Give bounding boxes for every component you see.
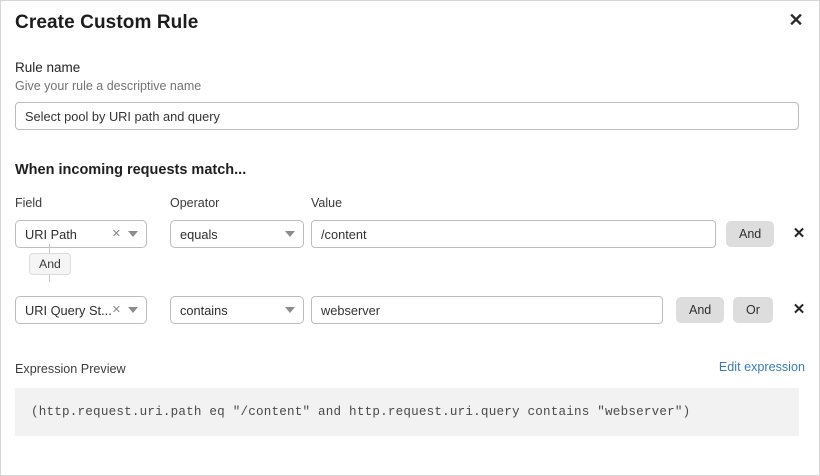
or-button-row-2[interactable]: Or	[733, 297, 773, 323]
value-input-1[interactable]	[311, 220, 716, 248]
expression-preview-label: Expression Preview	[15, 362, 126, 376]
rule-name-input[interactable]	[15, 102, 799, 130]
field-select-2[interactable]: URI Query St... ✕	[15, 296, 147, 324]
and-button-row-2[interactable]: And	[676, 297, 725, 323]
close-small-icon[interactable]: ✕	[111, 227, 121, 240]
value-input-2[interactable]	[311, 296, 663, 324]
chevron-down-icon	[285, 231, 295, 237]
chevron-down-icon	[128, 231, 138, 237]
delete-condition-icon-1[interactable]: ✕	[792, 224, 806, 242]
condition-connector: And	[15, 244, 805, 282]
column-header-field: Field	[15, 196, 43, 210]
page-title: Create Custom Rule	[15, 12, 199, 33]
rule-name-label: Rule name	[15, 60, 81, 75]
rule-name-description: Give your rule a descriptive name	[15, 79, 202, 93]
expression-preview-box: (http.request.uri.path eq "/content" and…	[15, 388, 799, 436]
column-header-operator: Operator	[170, 196, 220, 210]
connector-and-badge[interactable]: And	[29, 253, 71, 275]
field-select-2-value: URI Query St...	[25, 302, 112, 318]
condition-column-headers: Field Operator Value	[15, 196, 805, 213]
conditions-heading: When incoming requests match...	[15, 162, 247, 178]
operator-select-2[interactable]: contains	[170, 296, 304, 324]
expression-preview-code: (http.request.uri.path eq "/content" and…	[31, 405, 691, 419]
expression-preview-header: Expression Preview Edit expression	[15, 360, 805, 378]
close-icon[interactable]: ✕	[788, 10, 804, 30]
operator-select-2-value: contains	[180, 302, 228, 318]
condition-row: URI Path ✕ equals And ✕	[15, 220, 805, 248]
and-button-row-1[interactable]: And	[726, 221, 775, 247]
operator-select-1[interactable]: equals	[170, 220, 304, 248]
close-small-icon[interactable]: ✕	[111, 303, 121, 316]
operator-select-1-value: equals	[180, 226, 218, 242]
chevron-down-icon	[128, 307, 138, 313]
field-select-1-value: URI Path	[25, 226, 77, 242]
edit-expression-link[interactable]: Edit expression	[718, 360, 805, 374]
condition-row: URI Query St... ✕ contains And Or ✕	[15, 296, 805, 324]
delete-condition-icon-2[interactable]: ✕	[792, 300, 806, 318]
chevron-down-icon	[285, 307, 295, 313]
field-select-1[interactable]: URI Path ✕	[15, 220, 147, 248]
column-header-value: Value	[311, 196, 343, 210]
